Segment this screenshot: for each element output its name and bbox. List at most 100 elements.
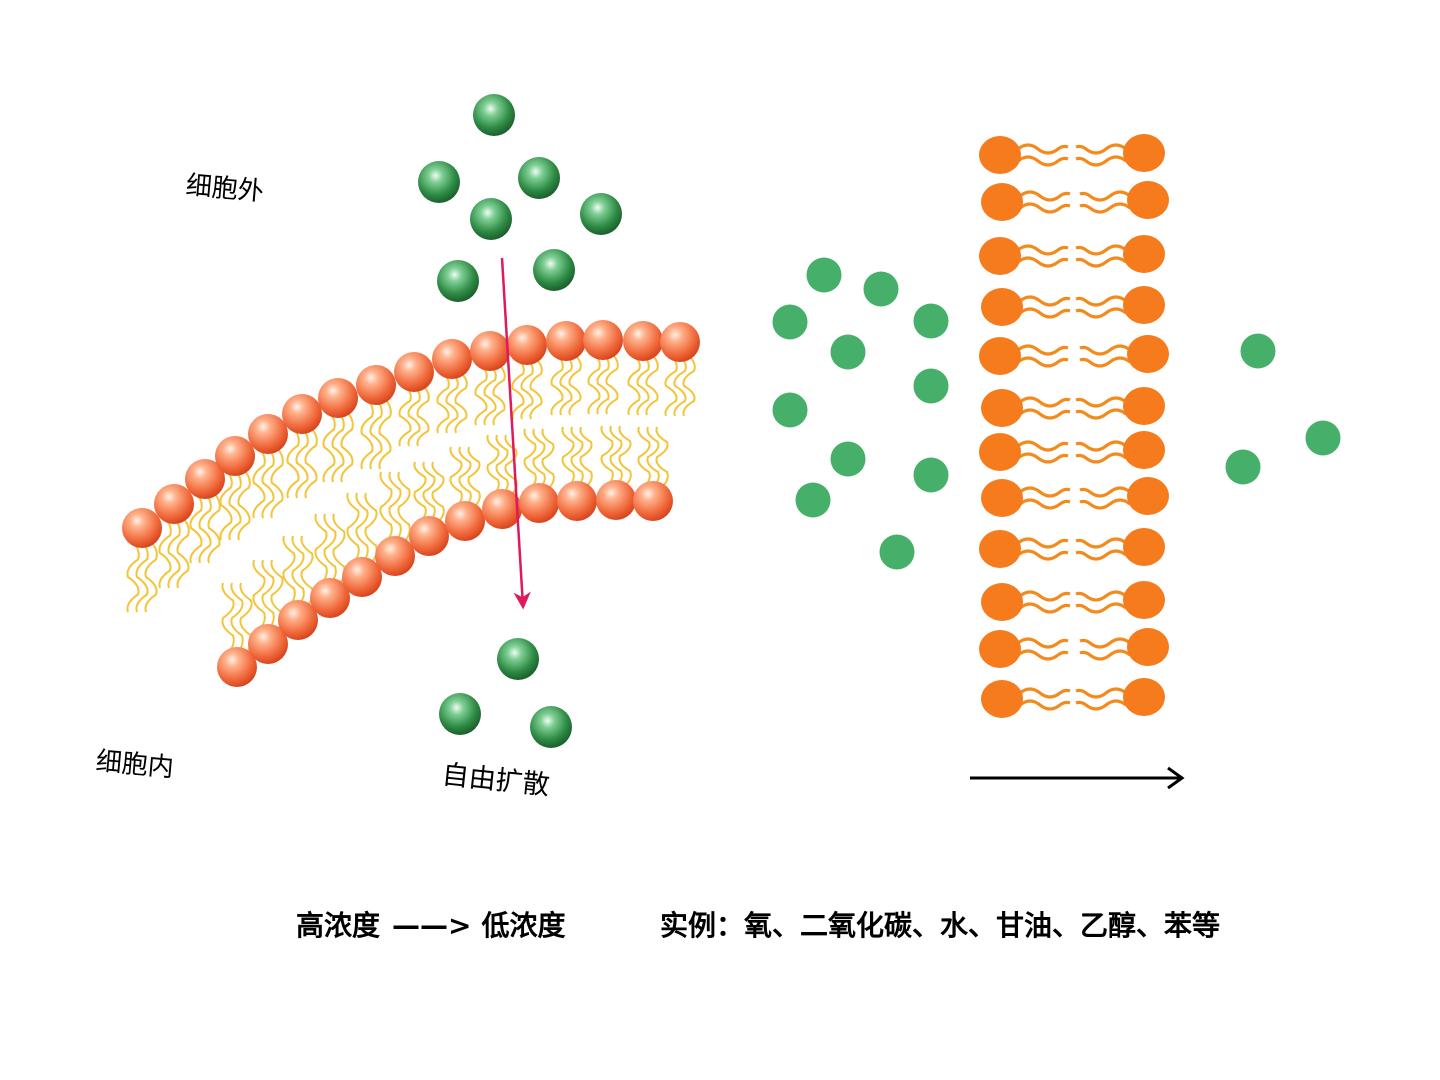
lipid-head bbox=[979, 337, 1021, 375]
lipid-tail bbox=[458, 446, 472, 508]
lipid-head bbox=[482, 489, 522, 529]
lipid-head bbox=[596, 480, 636, 520]
lipid-head bbox=[445, 501, 485, 541]
lipid-tail bbox=[561, 426, 575, 488]
lipid-tail bbox=[1075, 155, 1127, 167]
lipid-tail bbox=[529, 358, 543, 420]
lipid-head bbox=[1127, 335, 1169, 373]
lipid-tail bbox=[609, 425, 623, 487]
lipid-tail bbox=[646, 426, 660, 488]
lipid-tail bbox=[1075, 549, 1127, 561]
lipid-tail bbox=[1079, 649, 1131, 661]
lipid-head bbox=[1123, 431, 1165, 469]
molecule-dot bbox=[913, 303, 949, 339]
molecule-dot bbox=[879, 534, 915, 570]
lipid-tail bbox=[270, 447, 284, 519]
lipid-tail bbox=[664, 355, 678, 417]
inside-label: 细胞内 bbox=[94, 746, 175, 784]
lipid-tail bbox=[207, 492, 221, 564]
lipid-tail bbox=[1017, 344, 1069, 356]
lipid-tail bbox=[407, 385, 421, 447]
molecule-dot bbox=[1225, 449, 1261, 485]
lipid-tail bbox=[1019, 202, 1071, 214]
lipid-head bbox=[1123, 678, 1165, 716]
lipid-tail bbox=[618, 425, 632, 487]
lipid-tail bbox=[1079, 356, 1131, 368]
diffusion-arrow bbox=[500, 257, 531, 610]
lipid-head bbox=[979, 530, 1021, 568]
lipid-tail bbox=[568, 354, 582, 416]
lipid-tail bbox=[1079, 190, 1131, 202]
molecule-dot bbox=[830, 441, 866, 477]
lipid-tail bbox=[1075, 244, 1127, 256]
lipid-tail bbox=[378, 398, 392, 470]
molecule-dot bbox=[1240, 333, 1276, 369]
high-concentration: 高浓度 bbox=[296, 909, 381, 942]
lipid-tail bbox=[135, 541, 149, 613]
lipid-tail bbox=[413, 461, 427, 523]
lipid-tail bbox=[1017, 649, 1069, 661]
lipid-head bbox=[1127, 628, 1169, 666]
molecules-flat bbox=[772, 257, 1341, 570]
lipid-tail bbox=[252, 447, 266, 519]
lipid-tail bbox=[286, 427, 300, 499]
lipid-tail bbox=[449, 446, 463, 508]
lipid-tail bbox=[1079, 486, 1131, 498]
lipid-tail bbox=[340, 411, 354, 483]
lipid-tail bbox=[1017, 452, 1069, 464]
lipid-tail bbox=[167, 517, 181, 589]
lipid-tail bbox=[331, 411, 345, 483]
lipid-tail bbox=[1017, 637, 1069, 649]
lipid-tail bbox=[559, 354, 573, 416]
lipid-tail bbox=[1079, 202, 1131, 214]
lipid-tail bbox=[1075, 590, 1127, 602]
lipid-tail bbox=[1075, 537, 1127, 549]
molecule-dot bbox=[806, 257, 842, 293]
lipid-tail bbox=[532, 428, 546, 490]
lipid-tail bbox=[431, 461, 445, 523]
lipid-tail bbox=[1075, 602, 1127, 614]
gradient-arrow: ——> bbox=[392, 909, 472, 942]
lipid-heads bbox=[122, 320, 700, 687]
lipid-tail bbox=[645, 354, 659, 416]
lipid-head bbox=[633, 481, 673, 521]
lipid-tail bbox=[189, 492, 203, 564]
lipid-tail bbox=[291, 535, 305, 607]
lipid-tail bbox=[596, 353, 610, 415]
lipid-tail bbox=[541, 428, 555, 490]
lipid-tail bbox=[1017, 537, 1069, 549]
lipid-head bbox=[394, 352, 434, 392]
lipid-tail bbox=[492, 364, 506, 426]
lipid-tail bbox=[1075, 256, 1127, 268]
lipid-tail bbox=[436, 372, 450, 434]
lipid-head bbox=[557, 481, 597, 521]
molecule-dot bbox=[830, 334, 866, 370]
lipid-head bbox=[217, 647, 257, 687]
lipid-tail bbox=[1075, 396, 1127, 408]
lipid-head bbox=[623, 321, 663, 361]
lipid-head bbox=[979, 136, 1021, 174]
lipid-tail bbox=[398, 385, 412, 447]
molecule-dot bbox=[772, 392, 808, 428]
lipid-tail bbox=[1019, 190, 1071, 202]
lipid-tail bbox=[1079, 637, 1131, 649]
lipid-tail bbox=[304, 427, 318, 499]
lipid-tail bbox=[346, 492, 360, 564]
lipid-head bbox=[979, 630, 1021, 668]
lipid-tail bbox=[261, 447, 275, 519]
lipid-tail bbox=[1075, 699, 1127, 711]
lipid-tail bbox=[1075, 295, 1127, 307]
lipid-tail bbox=[511, 358, 525, 420]
lipid-tails bbox=[126, 353, 696, 654]
lipid-tail bbox=[379, 471, 393, 543]
lipid-tail bbox=[636, 354, 650, 416]
lipid-head bbox=[979, 433, 1021, 471]
lipid-tail bbox=[322, 411, 336, 483]
lipid-head bbox=[1123, 528, 1165, 566]
lipid-tail bbox=[126, 541, 140, 613]
molecule-sphere bbox=[473, 94, 515, 136]
molecule-sphere bbox=[530, 706, 572, 748]
lipid-tail bbox=[416, 385, 430, 447]
lipid-head bbox=[1123, 286, 1165, 324]
